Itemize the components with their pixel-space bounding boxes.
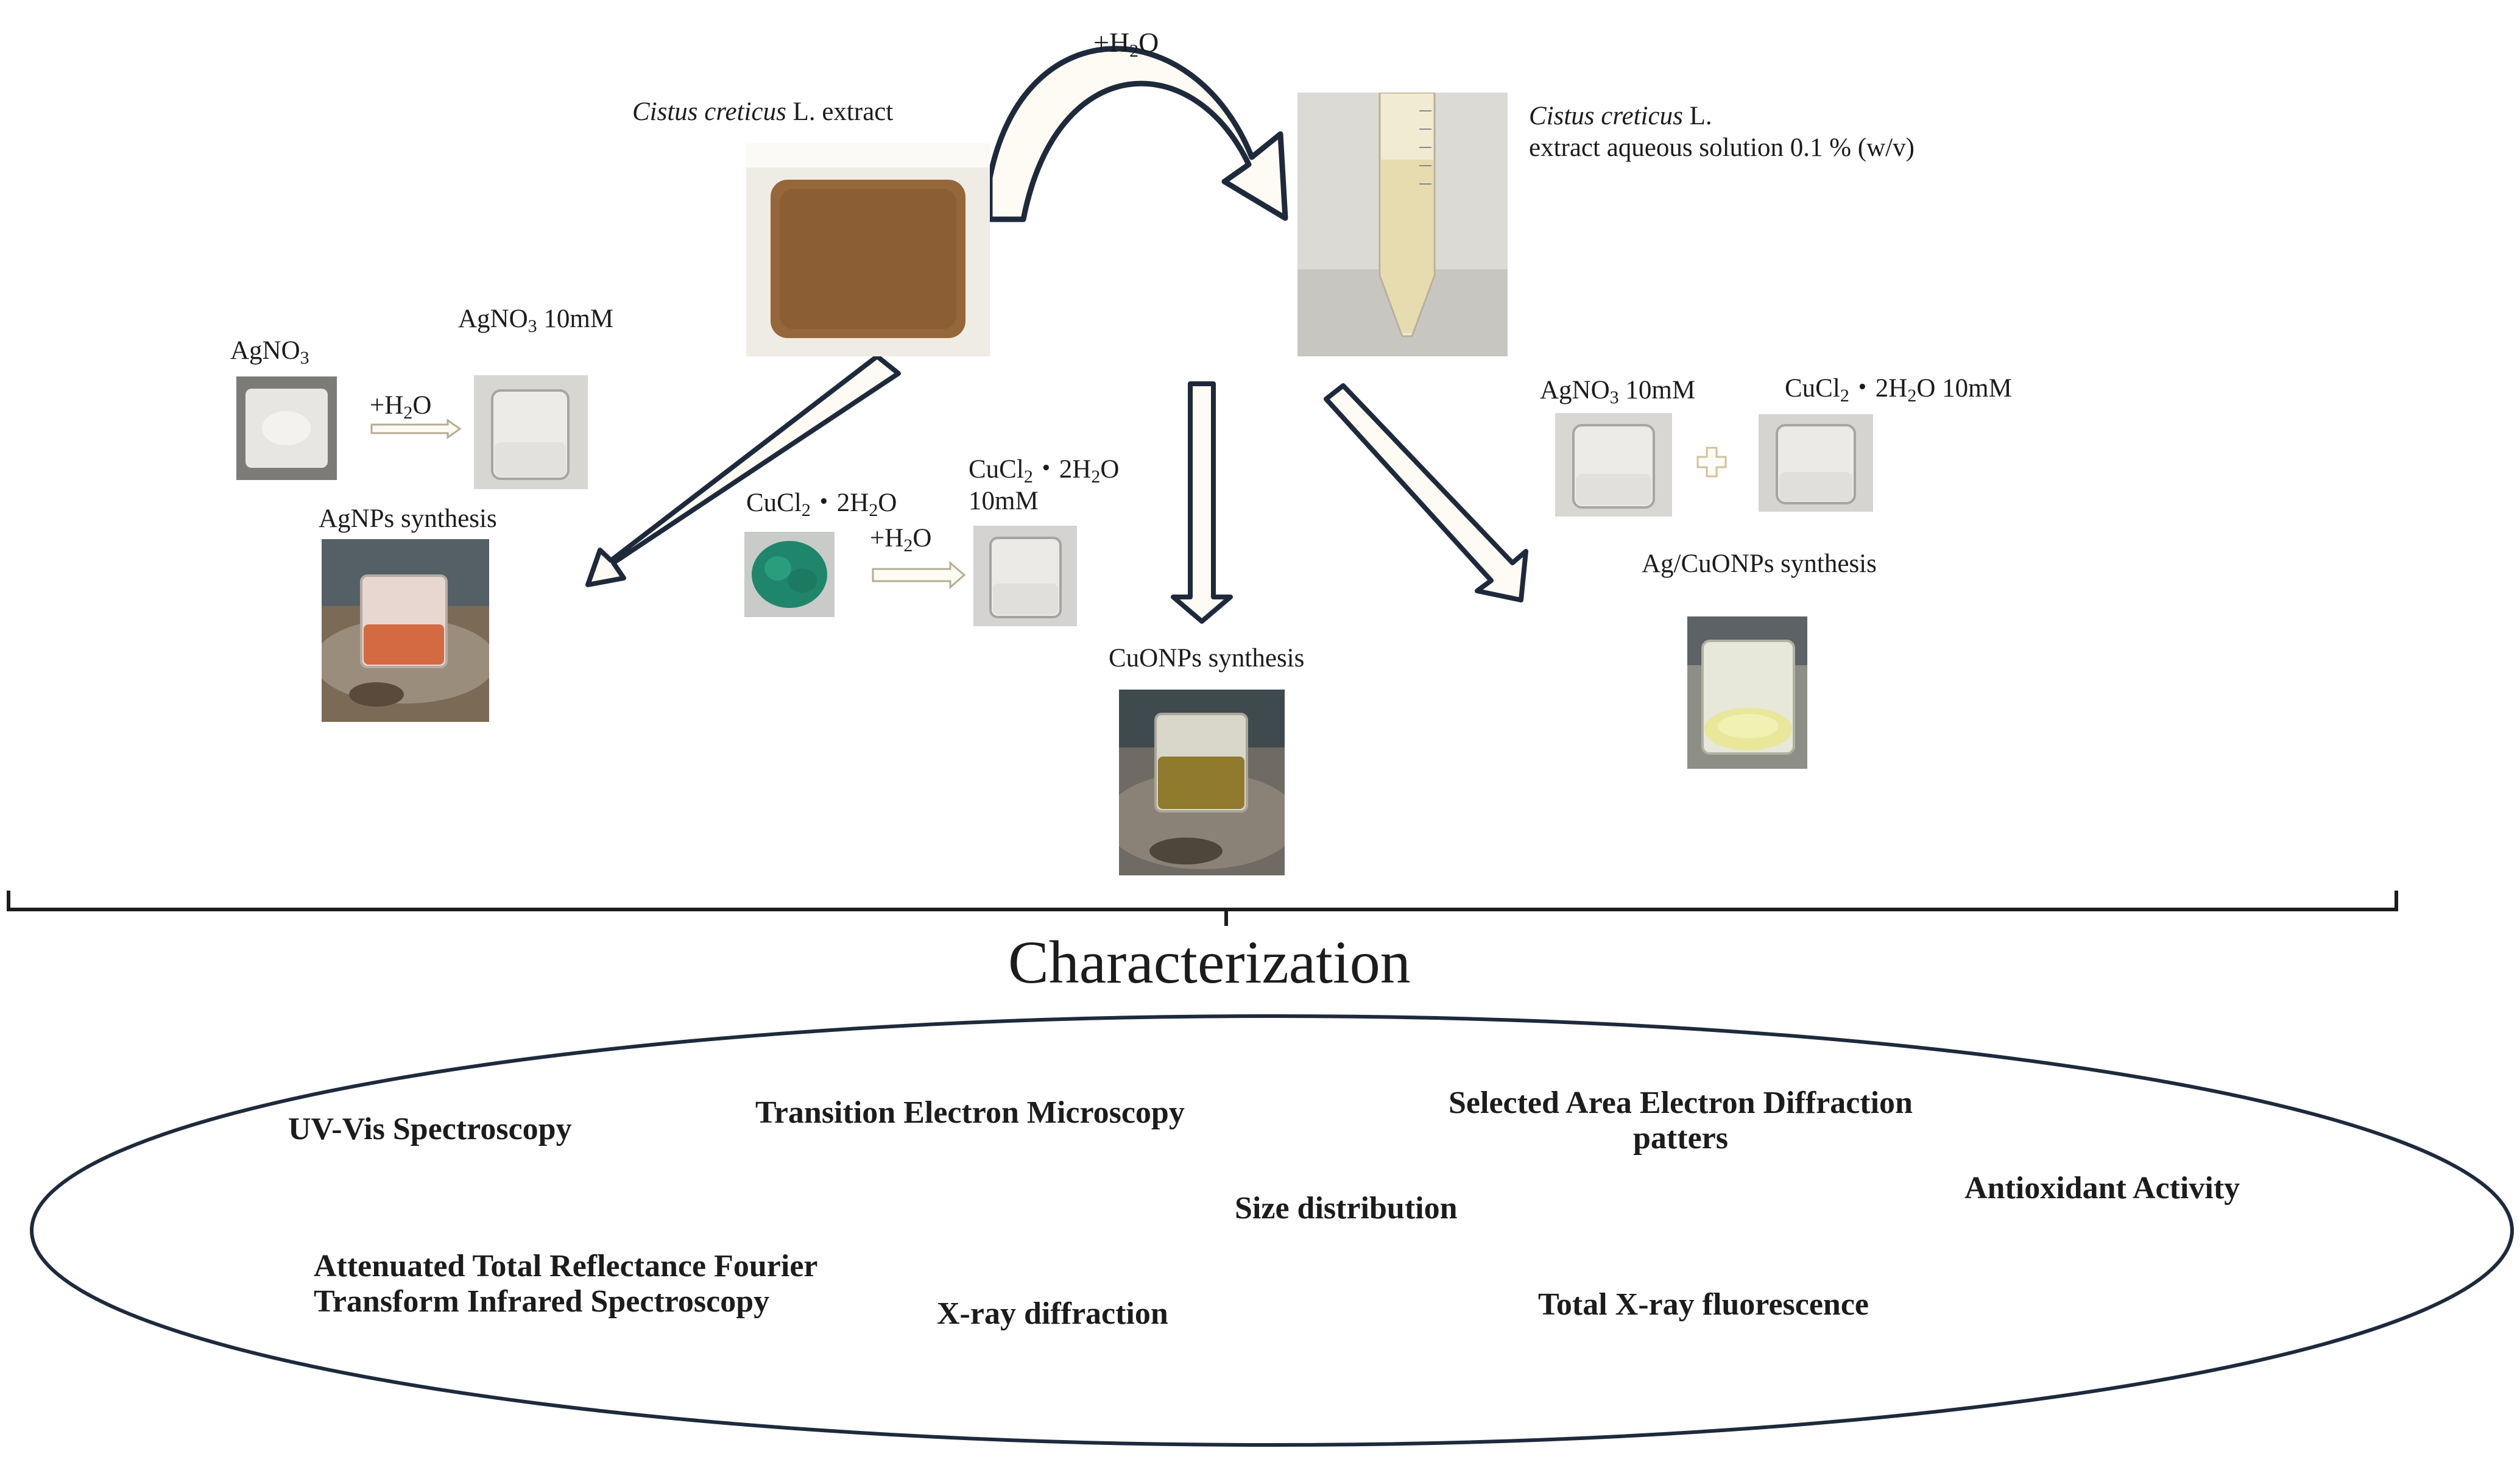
agno3-label: AgNO3 — [230, 336, 309, 368]
characterization-title: Characterization — [1008, 928, 1411, 996]
cucl2-10mm-right-label: CuCl2・2H2O 10mM — [1785, 374, 2012, 406]
char-item-tem: Transition Electron Microscopy — [755, 1095, 1185, 1130]
char-item-xrd: X-ray diffraction — [937, 1296, 1168, 1331]
cucl2-beaker-mid-photo — [973, 526, 1077, 626]
agno3-beaker-right-photo — [1555, 413, 1672, 517]
plus-sign — [1696, 447, 1727, 478]
cucl2-10mm-mid-label: CuCl2・2H2O 10mM — [969, 455, 1120, 515]
agnps-synthesis-photo — [322, 539, 489, 722]
extract-solution-tube-photo — [1297, 93, 1508, 356]
arrow-to-agnps — [585, 354, 901, 587]
extract-powder-photo — [746, 143, 990, 356]
extract-label: Cistus creticus L. extract — [632, 97, 894, 126]
agno3-powder-photo — [236, 376, 337, 480]
cucl2-mid-label: CuCl2・2H2O — [746, 489, 897, 520]
characterization-ellipse — [30, 1014, 2514, 1447]
agno3-10mm-left-label: AgNO3 10mM — [458, 305, 614, 336]
top-water-label: +H2O — [1093, 27, 1159, 61]
curved-arrow — [987, 46, 1288, 222]
agnps-synthesis-label: AgNPs synthesis — [319, 504, 497, 533]
char-item-antioxidant: Antioxidant Activity — [1964, 1171, 2240, 1206]
arrow-to-cuonps — [1171, 381, 1233, 624]
agcuonps-synthesis-label: Ag/CuONPs synthesis — [1642, 549, 1877, 578]
char-item-size-distribution: Size distribution — [1235, 1191, 1458, 1226]
agno3-10mm-right-label: AgNO3 10mM — [1540, 376, 1696, 408]
small-arrow-left — [370, 418, 462, 439]
char-item-atr-ftir: Attenuated Total Reflectance Fourier Tra… — [314, 1249, 818, 1319]
char-item-txrf: Total X-ray fluorescence — [1538, 1287, 1869, 1322]
cucl2-powder-photo — [744, 532, 835, 617]
agno3-beaker-left-photo — [474, 375, 588, 489]
small-arrow-mid — [872, 560, 966, 590]
water-mid-label: +H2O — [870, 524, 932, 556]
arrow-to-agcuonps — [1324, 383, 1528, 602]
cuonps-synthesis-label: CuONPs synthesis — [1109, 644, 1305, 673]
cucl2-beaker-right-photo — [1759, 414, 1873, 512]
char-item-uv-vis: UV-Vis Spectroscopy — [288, 1112, 572, 1146]
solution-label: Cistus creticus L. extract aqueous solut… — [1529, 102, 1915, 162]
water-left-label: +H2O — [370, 391, 432, 423]
char-item-saed: Selected Area Electron Diffraction patte… — [1449, 1086, 1913, 1156]
cuonps-synthesis-photo — [1119, 690, 1285, 875]
characterization-bracket — [7, 891, 2398, 926]
agcuonps-synthesis-photo — [1687, 616, 1807, 769]
